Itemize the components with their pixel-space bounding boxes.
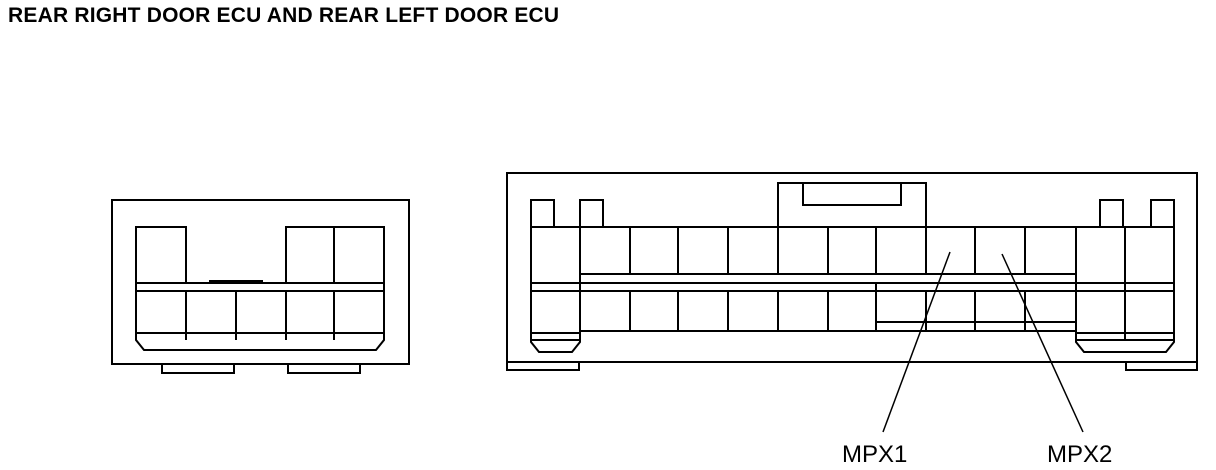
small-connector-tab-left	[161, 363, 235, 374]
small-connector	[111, 199, 410, 374]
mpx2-leader-line	[1001, 253, 1084, 433]
page-title: REAR RIGHT DOOR ECU AND REAR LEFT DOOR E…	[8, 4, 560, 27]
small-connector-cavity	[135, 226, 385, 351]
mpx1-label: MPX1	[842, 441, 907, 468]
mpx2-label: MPX2	[1047, 441, 1112, 468]
small-connector-tab-right	[287, 363, 361, 374]
small-connector-housing	[111, 199, 410, 365]
large-connector-tab-left	[506, 361, 580, 371]
large-connector	[506, 172, 1198, 371]
large-connector-tab-right	[1125, 361, 1198, 371]
large-connector-housing	[506, 172, 1198, 363]
mpx1-leader-line	[882, 251, 951, 433]
large-connector-lock-slot	[802, 182, 902, 206]
